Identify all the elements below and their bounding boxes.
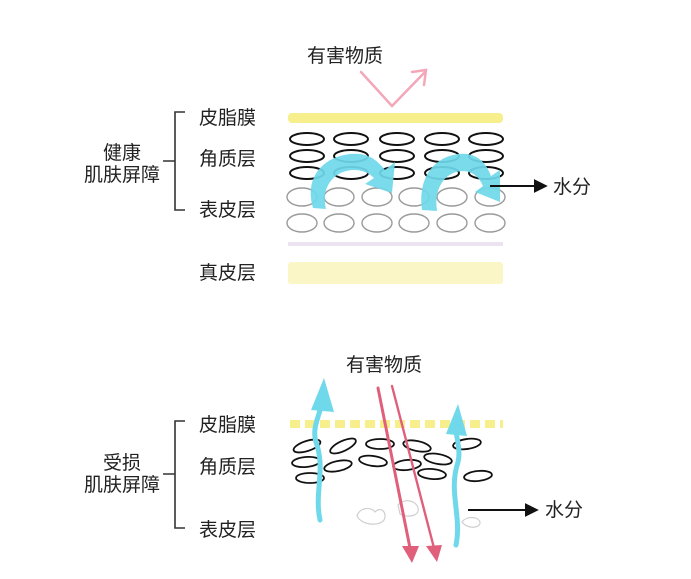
corneum-cell [468, 132, 504, 146]
epidermis-cell [323, 213, 355, 233]
healthy-corneum-label: 角质层 [199, 148, 257, 170]
healthy-water-retained-arrows [310, 153, 500, 211]
epidermis-cell [286, 213, 318, 233]
corneum-cell [423, 452, 453, 466]
corneum-cell [289, 132, 325, 146]
corneum-cell [417, 467, 447, 481]
corneum-cell [379, 149, 415, 163]
corneum-cell [463, 469, 493, 483]
damaged-bracket [163, 420, 185, 529]
damaged-diagram [163, 378, 539, 563]
epidermis-cell [474, 213, 506, 233]
corneum-cell [358, 454, 388, 468]
epidermis-cell [436, 187, 468, 207]
healthy-title-line2: 肌肤屏障 [83, 164, 160, 186]
healthy-sebum-label: 皮脂膜 [199, 107, 257, 129]
corneum-cell [365, 438, 395, 450]
damaged-epidermis-label: 表皮层 [199, 519, 257, 541]
damaged-title-line1: 受损 [102, 452, 141, 474]
healthy-barrier-title: 健康 肌肤屏障 [80, 142, 164, 186]
damaged-water-escape-arrows [311, 378, 467, 548]
corneum-cell [452, 437, 482, 451]
corneum-cell [333, 132, 369, 146]
epidermis-cell [361, 213, 393, 233]
healthy-epidermis-label: 表皮层 [199, 199, 257, 221]
damaged-harmful-label: 有害物质 [346, 354, 423, 376]
healthy-diagram [163, 68, 548, 284]
corneum-cell [329, 437, 357, 455]
water-curl-arrow-left [310, 153, 395, 209]
damaged-epidermis-cells [356, 500, 481, 528]
corneum-cell [323, 459, 353, 473]
corneum-cell [289, 149, 325, 163]
healthy-harmful-label: 有害物质 [307, 45, 384, 67]
corneum-cell [295, 472, 325, 484]
corneum-cell [392, 458, 422, 472]
epidermis-cell [356, 507, 386, 525]
epidermis-cell [436, 213, 468, 233]
epidermis-cell [398, 213, 430, 233]
healthy-bracket [163, 111, 185, 211]
healthy-dermis-layer [288, 262, 503, 284]
damaged-title-line2: 肌肤屏障 [83, 474, 160, 496]
corneum-cell [402, 439, 432, 453]
water-curl-arrow-right [421, 153, 500, 211]
damaged-harmful-penetrate-arrows [376, 384, 442, 563]
healthy-harmful-reflect-arrow [359, 68, 428, 108]
damaged-sebum-label: 皮脂膜 [199, 414, 257, 436]
damaged-barrier-title: 受损 肌肤屏障 [80, 452, 164, 496]
corneum-cell [292, 438, 322, 454]
epidermis-cell [323, 187, 355, 207]
healthy-basement-line [288, 242, 503, 246]
corneum-cell [379, 132, 415, 146]
epidermis-cell [461, 516, 481, 528]
healthy-title-line1: 健康 [102, 142, 141, 164]
healthy-water-label: 水分 [553, 176, 592, 198]
healthy-dermis-label: 真皮层 [199, 262, 257, 284]
damaged-water-label: 水分 [545, 499, 584, 521]
corneum-cell [424, 132, 460, 146]
healthy-sebum-layer [288, 113, 503, 123]
corneum-cell [291, 455, 321, 469]
damaged-corneum-label: 角质层 [199, 456, 257, 478]
